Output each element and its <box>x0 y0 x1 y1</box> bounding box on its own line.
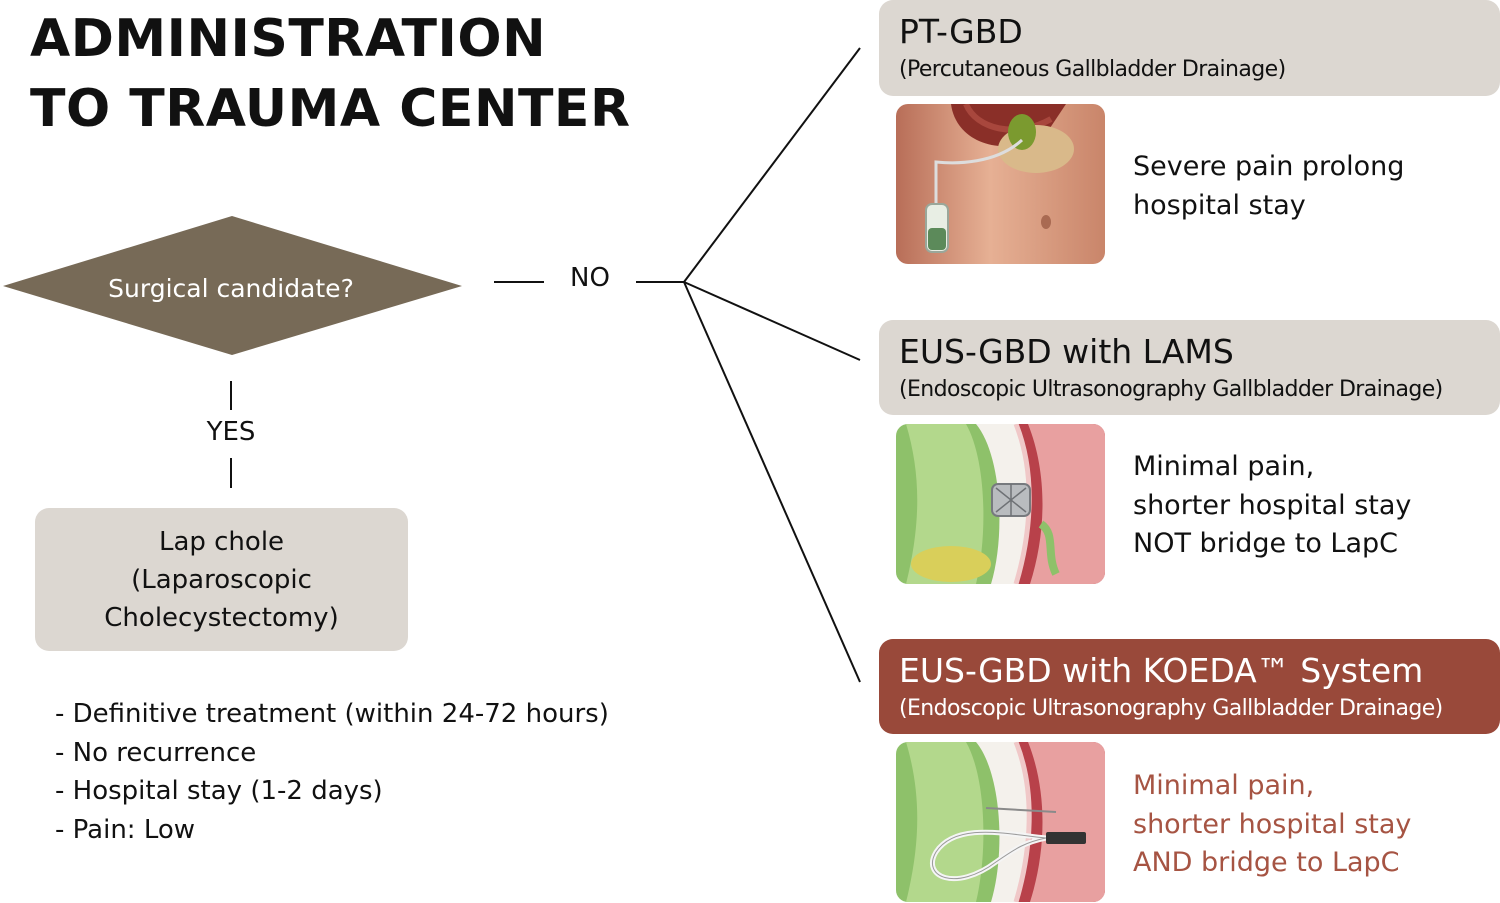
option-outcome-line: shorter hospital stay <box>1133 489 1412 521</box>
title-line-2: TO TRAUMA CENTER <box>30 79 631 139</box>
option-header-lams: EUS-GBD with LAMS (Endoscopic Ultrasonog… <box>879 320 1500 415</box>
surgery-outcome-item: - Pain: Low <box>55 814 196 845</box>
branch-line-ptgbd <box>683 47 861 283</box>
surgery-outcomes-list: - Definitive treatment (within 24-72 hou… <box>55 695 609 849</box>
option-name-ptgbd: PT-GBD <box>899 12 1023 51</box>
surgery-outcome-item: - No recurrence <box>55 737 257 768</box>
lams-stent-illustration-icon <box>896 424 1105 584</box>
title-line-1: ADMINISTRATION <box>30 9 547 69</box>
option-header-koeda: EUS-GBD with KOEDA™ System (Endoscopic U… <box>879 639 1500 734</box>
option-outcome-ptgbd: Severe pain prolong hospital stay <box>1133 148 1404 225</box>
option-fullname-ptgbd: (Percutaneous Gallbladder Drainage) <box>899 57 1286 82</box>
koeda-catheter-illustration-icon <box>896 742 1105 902</box>
option-fullname-koeda: (Endoscopic Ultrasonography Gallbladder … <box>899 696 1443 721</box>
lap-chole-line-2: (Laparoscopic <box>131 564 312 595</box>
page-title: ADMINISTRATION TO TRAUMA CENTER <box>30 4 631 144</box>
surgery-outcome-item: - Definitive treatment (within 24-72 hou… <box>55 699 609 729</box>
option-outcome-lams: Minimal pain, shorter hospital stay NOT … <box>1133 448 1411 564</box>
option-outcome-line: Minimal pain, <box>1133 770 1315 801</box>
branch-line-koeda <box>683 281 861 683</box>
yes-label: YES <box>206 417 256 447</box>
option-outcome-line: shorter hospital stay <box>1133 808 1412 840</box>
option-name-koeda: EUS-GBD with KOEDA™ System <box>899 651 1424 690</box>
option-fullname-lams: (Endoscopic Ultrasonography Gallbladder … <box>899 377 1443 402</box>
option-outcome-line: hospital stay <box>1133 189 1306 221</box>
lap-chole-line-1: Lap chole <box>158 526 285 557</box>
decision-question: Surgical candidate? <box>108 274 354 303</box>
option-outcome-line: NOT bridge to LapC <box>1133 528 1399 559</box>
branch-line-lams <box>683 281 861 361</box>
percutaneous-drain-illustration-icon <box>896 104 1105 264</box>
option-outcome-line: AND bridge to LapC <box>1133 847 1400 878</box>
option-header-ptgbd: PT-GBD (Percutaneous Gallbladder Drainag… <box>879 0 1500 96</box>
option-outcome-line: Severe pain prolong <box>1133 151 1405 182</box>
option-outcome-line: Minimal pain, <box>1133 451 1315 482</box>
decision-diamond <box>3 216 462 355</box>
surgery-outcome-item: - Hospital stay (1-2 days) <box>55 776 383 806</box>
no-label: NO <box>570 263 610 293</box>
option-outcome-koeda: Minimal pain, shorter hospital stay AND … <box>1133 767 1411 883</box>
option-name-lams: EUS-GBD with LAMS <box>899 332 1234 371</box>
lap-chole-box: Lap chole (Laparoscopic Cholecystectomy) <box>35 508 408 651</box>
lap-chole-line-3: Cholecystectomy) <box>104 602 339 633</box>
